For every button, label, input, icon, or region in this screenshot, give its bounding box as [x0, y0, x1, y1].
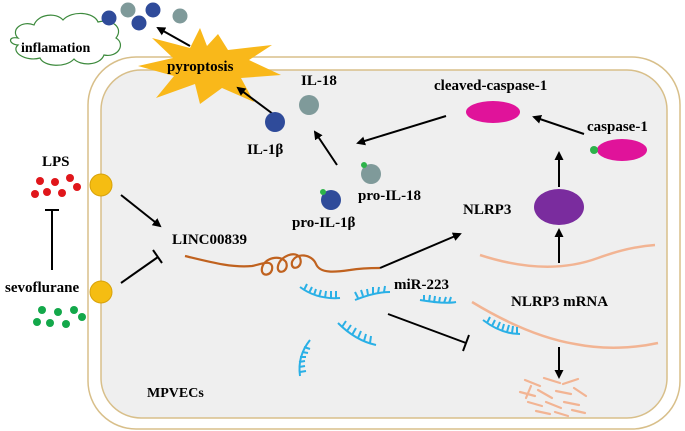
pyroptosis-burst [138, 28, 281, 104]
arrow-pyroptosis-to-release [156, 27, 191, 47]
cell-cytoplasm [100, 69, 668, 419]
pro-il-1b-label: pro-IL-1β [292, 215, 356, 231]
pro-il-1b-molecule [321, 190, 341, 210]
lps-receptor [89, 173, 113, 197]
inhibit-mir-223-on-mrna [387, 313, 470, 352]
nlrp3-mrna-strand-targeted [471, 300, 659, 349]
sevoflurane-molecules [33, 306, 86, 328]
arrow-cleaved-caspase-to-il [356, 115, 447, 146]
cleaved-caspase-1-molecule [466, 101, 520, 123]
inflammation-cloud [9, 12, 121, 66]
mir-223-free-4 [337, 320, 377, 346]
arrow-lps-to-linc [120, 194, 162, 228]
linc00839-rna-strand [184, 253, 381, 276]
arrow-linc-to-nlrp3 [379, 232, 462, 269]
mir-223-free-2 [354, 285, 391, 301]
mir-223-label: miR-223 [394, 277, 449, 293]
degraded-mrna-fragments [518, 376, 588, 418]
inhibit-sevoflurane-on-linc [120, 249, 163, 284]
il-1b-label: IL-1β [247, 142, 283, 158]
cell-label: MPVECs [147, 386, 204, 401]
mirna-bound-to-mrna [482, 316, 521, 335]
pro-il-18-green-dot [361, 162, 367, 168]
nlrp3-mrna-label: NLRP3 mRNA [511, 294, 608, 310]
pyroptosis-label: pyroptosis [167, 59, 234, 75]
il-1b-molecule [265, 112, 285, 132]
pro-il-18-label: pro-IL-18 [358, 188, 421, 204]
mir-223-free-1 [299, 283, 341, 300]
caspase-1-activation-dot [590, 146, 598, 154]
nlrp3-label: NLRP3 [463, 202, 511, 218]
caspase-1-molecule [597, 139, 647, 161]
inhibit-sevoflurane-on-lps [45, 209, 59, 270]
nlrp3-mrna-strand [479, 243, 656, 269]
mir-223-free-3 [419, 294, 457, 304]
arrow-caspase-to-cleaved [532, 114, 585, 135]
pro-il-18-molecule [361, 164, 381, 184]
cleaved-caspase-1-label: cleaved-caspase-1 [434, 78, 547, 94]
arrow-pro-to-mature [313, 130, 338, 166]
lps-molecules [31, 174, 81, 198]
mir-223-free-5 [298, 339, 311, 377]
inflammation-label: inflamation [21, 41, 90, 56]
sevoflurane-receptor [89, 280, 113, 304]
sevoflurane-label: sevoflurane [5, 280, 80, 296]
il-18-molecule [299, 95, 319, 115]
pro-il-1b-green-dot [320, 189, 326, 195]
il-18-label: IL-18 [301, 73, 337, 89]
lps-label: LPS [42, 154, 70, 170]
nlrp3-molecule [534, 189, 584, 225]
released-cytokines [101, 2, 188, 31]
caspase-1-label: caspase-1 [587, 119, 648, 135]
linc00839-label: LINC00839 [172, 232, 247, 248]
arrow-cytokines-to-pyroptosis [236, 86, 274, 115]
